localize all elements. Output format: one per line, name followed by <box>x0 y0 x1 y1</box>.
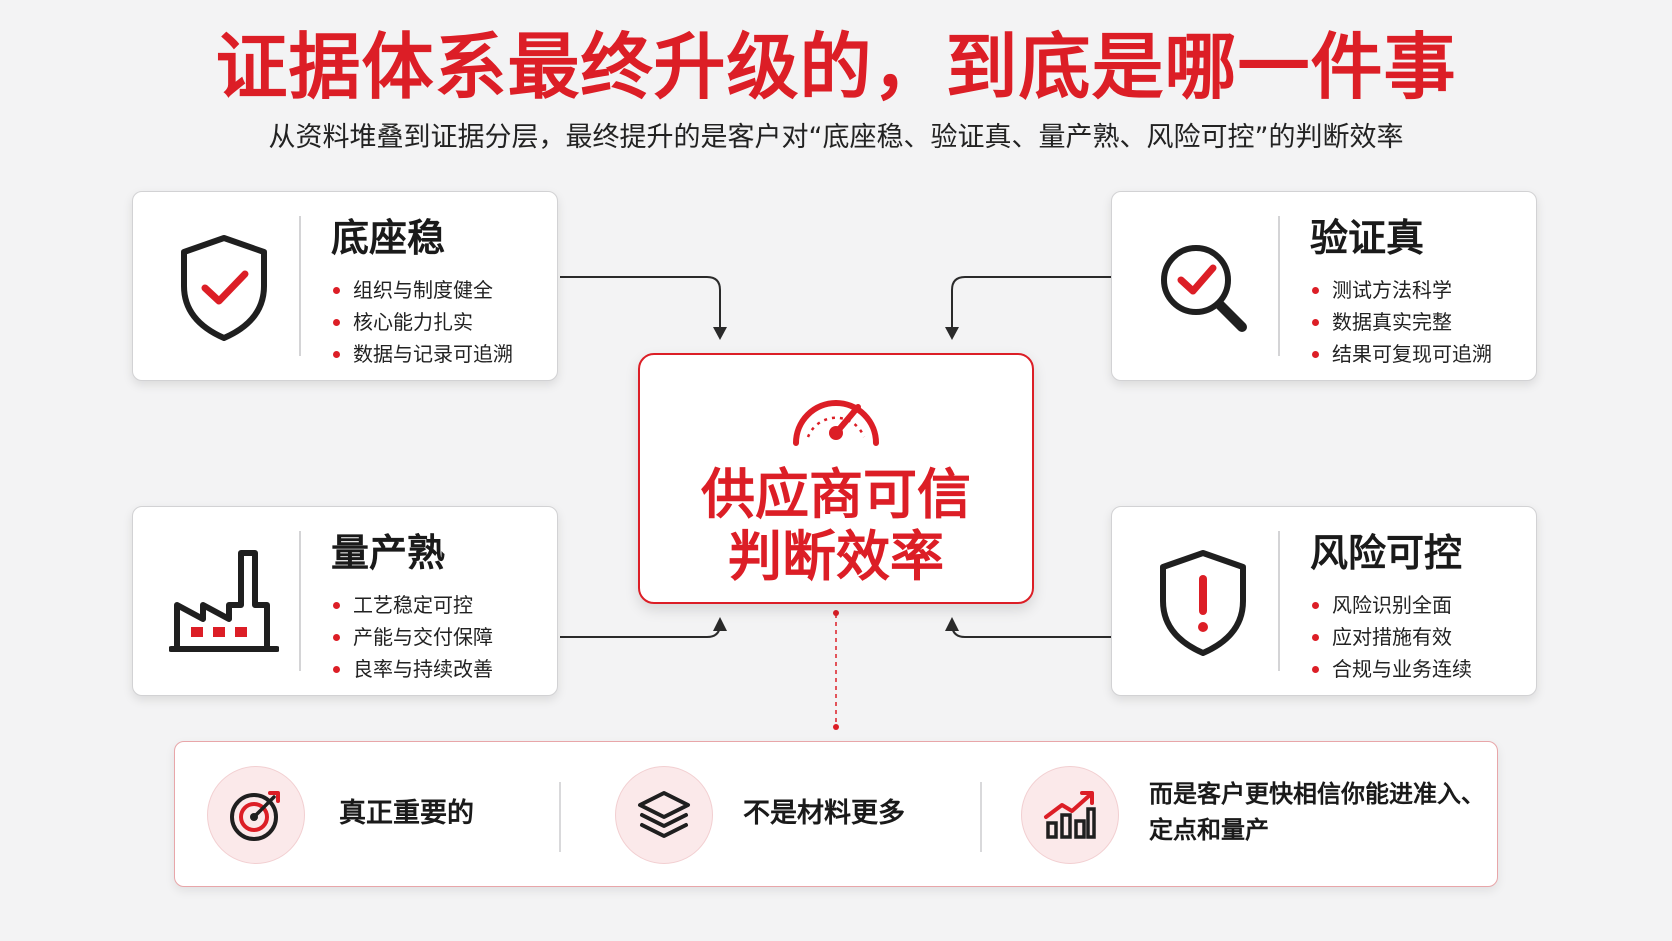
list-item: 核心能力扎实 <box>331 306 513 338</box>
connector-top-left <box>560 276 721 327</box>
dotted-start-dot <box>833 610 839 616</box>
list-item: 结果可复现可追溯 <box>1310 338 1492 370</box>
shield-alert-icon <box>1160 550 1246 656</box>
summary-text-line2: 定点和量产 <box>1149 816 1269 844</box>
arrow-bottom-left <box>713 617 727 631</box>
list-item: 组织与制度健全 <box>331 274 513 306</box>
dotted-end-dot <box>833 724 839 730</box>
list-item: 应对措施有效 <box>1310 621 1472 653</box>
card-risk-control: 风险可控 风险识别全面 应对措施有效 合规与业务连续 <box>1111 506 1537 696</box>
connector-bottom-left <box>560 623 721 638</box>
center-hub: 供应商可信 判断效率 <box>638 353 1034 604</box>
arrow-top-right <box>945 327 959 340</box>
card-foundation: 底座稳 组织与制度健全 核心能力扎实 数据与记录可追溯 <box>132 191 558 381</box>
card-title: 底座稳 <box>331 216 446 260</box>
shield-check-icon <box>181 235 267 341</box>
layers-icon <box>638 791 690 838</box>
list-item: 数据与记录可追溯 <box>331 338 513 370</box>
connector-top-right <box>951 276 1111 327</box>
list-item: 良率与持续改善 <box>331 653 493 685</box>
icon-circle <box>207 766 305 864</box>
arrow-bottom-right <box>945 617 959 631</box>
card-list: 组织与制度健全 核心能力扎实 数据与记录可追溯 <box>331 274 513 370</box>
list-item: 工艺稳定可控 <box>331 589 493 621</box>
list-item: 产能与交付保障 <box>331 621 493 653</box>
card-divider <box>1278 216 1280 356</box>
target-icon <box>230 791 280 841</box>
list-item: 测试方法科学 <box>1310 274 1492 306</box>
page-title: 证据体系最终升级的，到底是哪一件事 <box>215 25 1457 109</box>
card-title: 量产熟 <box>331 531 446 575</box>
card-verification: 验证真 测试方法科学 数据真实完整 结果可复现可追溯 <box>1111 191 1537 381</box>
factory-icon <box>169 550 279 652</box>
card-list: 测试方法科学 数据真实完整 结果可复现可追溯 <box>1310 274 1492 370</box>
summary-text: 真正重要的 <box>339 798 474 829</box>
card-divider <box>299 216 301 356</box>
card-divider <box>1278 531 1280 671</box>
gauge-icon <box>793 400 879 446</box>
summary-text-line1: 而是客户更快相信你能进准入、 <box>1149 780 1485 808</box>
card-title: 验证真 <box>1310 216 1425 260</box>
list-item: 风险识别全面 <box>1310 589 1472 621</box>
card-mass-production: 量产熟 工艺稳定可控 产能与交付保障 良率与持续改善 <box>132 506 558 696</box>
summary-text: 不是材料更多 <box>743 798 905 829</box>
card-list: 工艺稳定可控 产能与交付保障 良率与持续改善 <box>331 589 493 685</box>
growth-chart-icon <box>1044 791 1096 839</box>
bottom-summary-strip: 真正重要的 不是材料更多 而是客户更快相信你能进准入、 定点和量产 <box>174 741 1498 887</box>
card-list: 风险识别全面 应对措施有效 合规与业务连续 <box>1310 589 1472 685</box>
card-title: 风险可控 <box>1310 531 1463 575</box>
card-divider <box>299 531 301 671</box>
icon-circle <box>615 766 713 864</box>
icon-circle <box>1021 766 1119 864</box>
summary-divider <box>980 782 982 852</box>
page-subtitle: 从资料堆叠到证据分层，最终提升的是客户对“底座稳、验证真、量产熟、风险可控”的判… <box>268 122 1404 153</box>
list-item: 合规与业务连续 <box>1310 653 1472 685</box>
list-item: 数据真实完整 <box>1310 306 1492 338</box>
connector-bottom-right <box>951 623 1111 638</box>
summary-divider <box>559 782 561 852</box>
center-title-line2: 判断效率 <box>728 525 944 588</box>
magnifier-check-icon <box>1161 245 1247 332</box>
center-title-line1: 供应商可信 <box>701 463 971 526</box>
arrow-top-left <box>713 327 727 340</box>
